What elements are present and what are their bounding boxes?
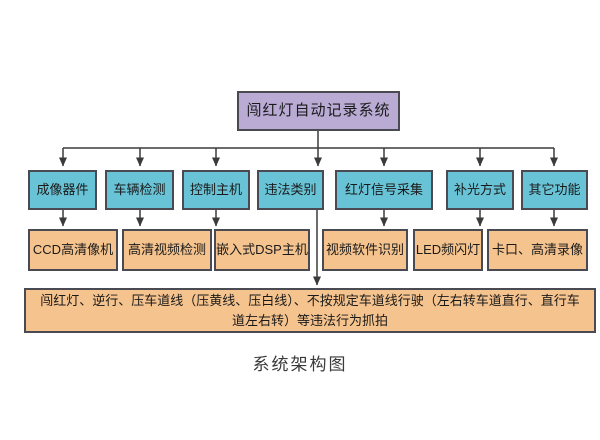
category-box-other-functions: 其它功能 [521,170,588,210]
category-box-red-light-signal: 红灯信号采集 [335,170,433,210]
violation-note-box: 闯红灯、逆行、压车道线（压黄线、压白线）、不按规定车道线行驶（左右转车道直行、直… [24,288,596,333]
category-box-imaging-device: 成像器件 [28,170,97,210]
component-box-led-strobe: LED频闪灯 [413,229,483,271]
component-box-checkpoint-hd-recording: 卡口、高清录像 [487,229,588,271]
category-box-fill-light: 补光方式 [446,170,514,210]
component-box-hd-video-detection: 高清视频检测 [122,229,212,271]
category-box-control-host: 控制主机 [182,170,250,210]
root-box-system-title: 闯红灯自动记录系统 [237,91,400,131]
component-box-video-software-recognition: 视频软件识别 [322,229,408,271]
category-box-violation-type: 违法类别 [257,170,324,210]
diagram-caption: 系统架构图 [252,355,348,374]
component-box-ccd-camera: CCD高清像机 [28,229,118,271]
component-box-embedded-dsp: 嵌入式DSP主机 [214,229,310,271]
category-box-vehicle-detection: 车辆检测 [105,170,174,210]
